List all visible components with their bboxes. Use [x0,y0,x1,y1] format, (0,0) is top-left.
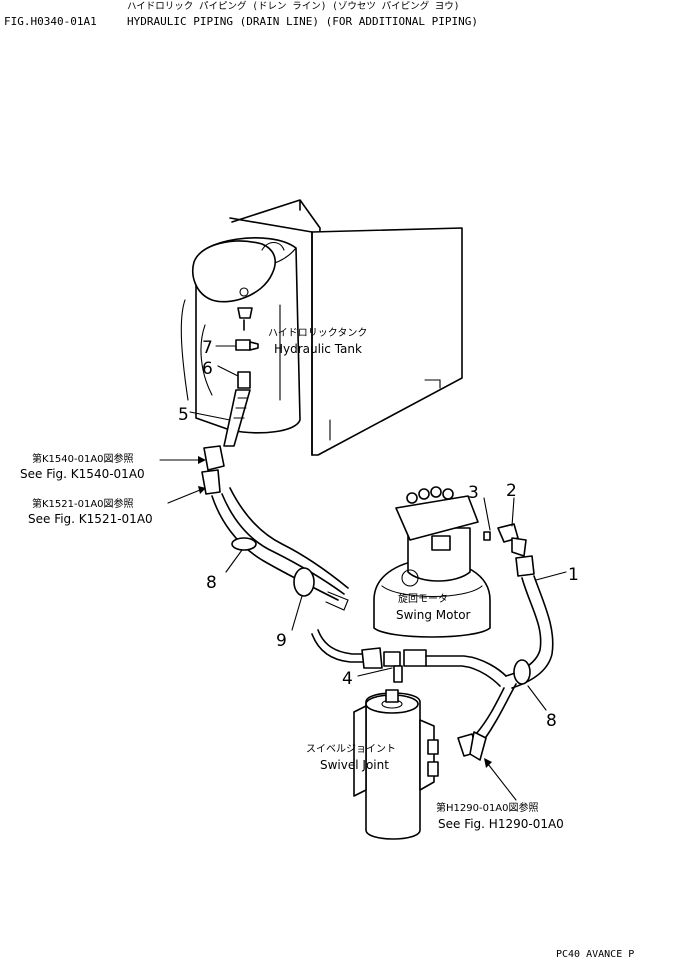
hydraulic-tank-drawing [180,199,463,456]
callout-8-right: 8 [546,711,557,731]
ref-k1540-jp: 第K1540-01A0図参照 [32,452,134,465]
swivel-joint-drawing [353,689,487,840]
callout-1: 1 [568,565,579,585]
footer-code: PC40 AVANCE P [556,949,634,959]
swivel-joint-label-jp: スイベルジョイント [306,743,396,755]
hydraulic-tank-label-en: Hydraulic Tank [274,342,362,356]
japanese-title: ハイドロリック パイピング (ドレン ライン) (ゾウセツ パイピング ヨウ) [127,0,460,12]
ref-h1290-jp: 第H1290-01A0図参照 [436,801,539,814]
callout-9: 9 [276,631,287,651]
hydraulic-tank-label-jp: ハイドロリックタンク [268,327,367,339]
fig-code: FIG.H0340-01A1 [4,15,97,28]
ref-k1521-jp: 第K1521-01A0図参照 [32,497,134,510]
ref-k1521-en: See Fig. K1521-01A0 [28,512,153,526]
callout-5: 5 [178,405,189,425]
middle-hoses [311,629,531,741]
figure-title: HYDRAULIC PIPING (DRAIN LINE) (FOR ADDIT… [127,15,478,28]
swing-motor-label-jp: 旋回モータ [398,592,448,605]
ref-k1540-en: See Fig. K1540-01A0 [20,467,145,481]
motor-fittings [483,523,554,689]
ref-h1290-en: See Fig. H1290-01A0 [438,817,564,831]
swivel-joint-label-en: Swivel Joint [320,758,389,772]
left-hose-bundle [201,445,349,611]
tank-fittings [223,319,259,447]
swing-motor-label-en: Swing Motor [396,608,471,622]
callout-6: 6 [202,359,213,379]
callout-4: 4 [342,669,353,689]
callout-3: 3 [468,483,479,503]
swing-motor-drawing [373,486,491,638]
callout-7: 7 [202,338,213,358]
callout-2: 2 [506,481,517,501]
callout-8-left: 8 [206,573,217,593]
